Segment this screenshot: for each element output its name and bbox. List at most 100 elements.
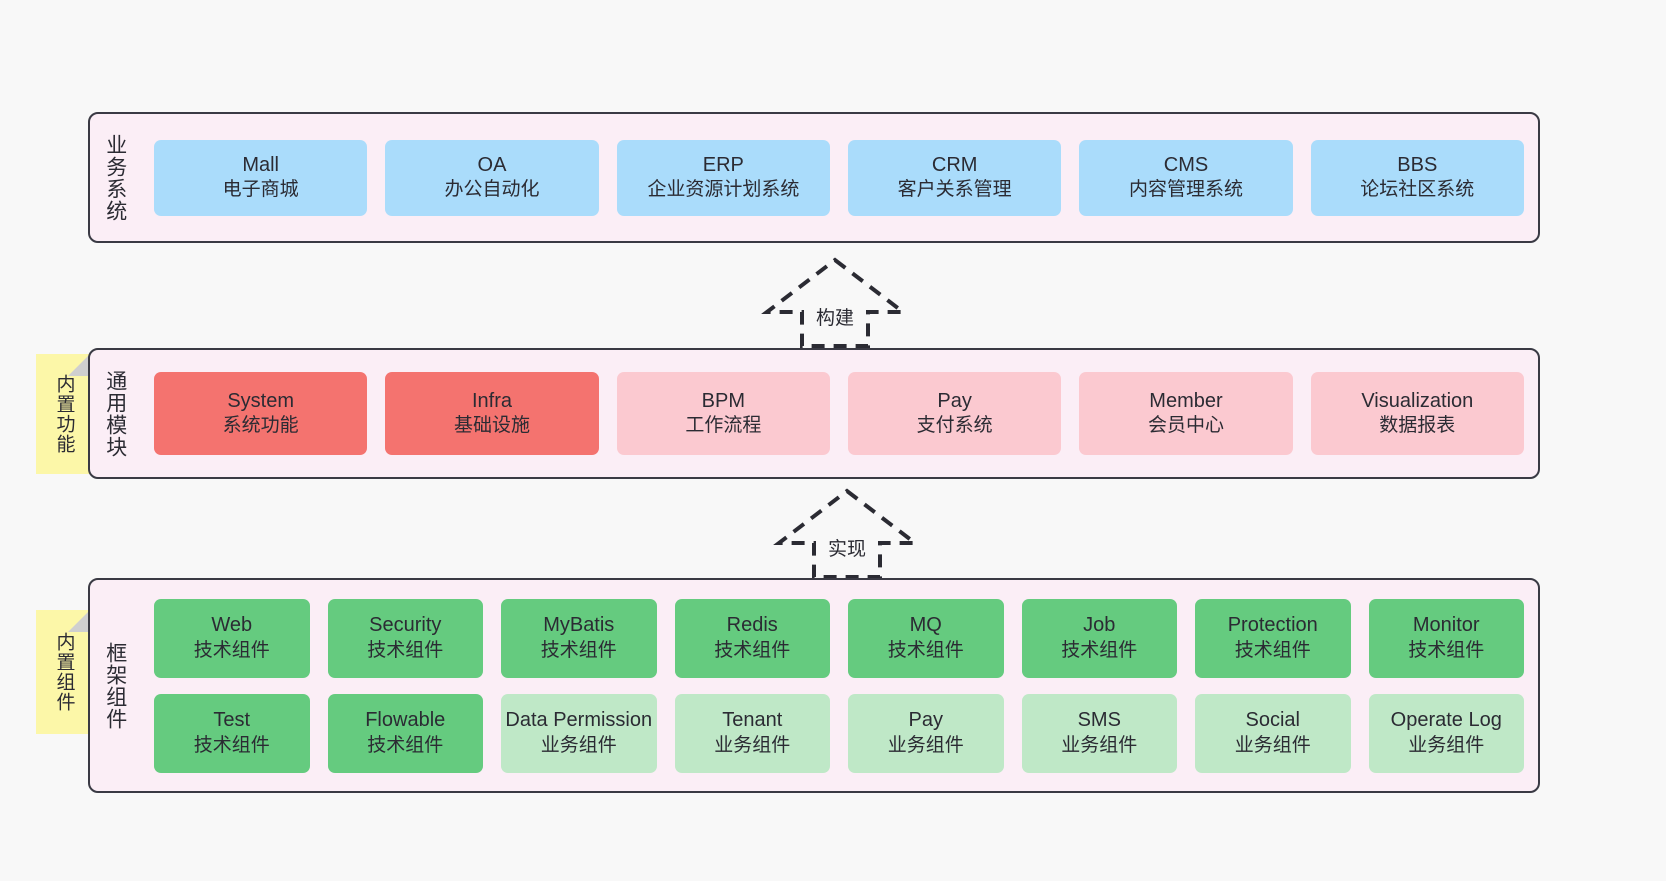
- layer-title-business-system: 业务系统: [103, 133, 127, 222]
- card-monitor-desc: 技术组件: [1408, 639, 1485, 661]
- card-member[interactable]: Member 会员中心: [1079, 372, 1293, 455]
- card-mybatis[interactable]: MyBatis 技术组件: [501, 598, 657, 678]
- note-builtin-component-label: 内置组件: [53, 632, 75, 712]
- connector-build-label: 构建: [815, 308, 854, 329]
- card-mybatis-desc: 技术组件: [540, 639, 617, 661]
- card-visualization-desc: 数据报表: [1379, 415, 1456, 437]
- card-member-desc: 会员中心: [1147, 415, 1224, 437]
- card-bbs-name: BBS: [1397, 153, 1438, 176]
- card-bpm-desc: 工作流程: [685, 415, 762, 437]
- layer-title-framework-components: 框架组件: [103, 641, 127, 730]
- card-crm-desc: 客户关系管理: [897, 179, 1012, 201]
- card-monitor[interactable]: Monitor 技术组件: [1368, 598, 1524, 678]
- card-pay-module-desc: 支付系统: [916, 415, 993, 437]
- card-monitor-name: Monitor: [1412, 614, 1480, 637]
- card-tenant-name: Tenant: [722, 709, 783, 732]
- layer-title-common-modules: 通用模块: [103, 369, 127, 458]
- business-system-row: Mall 电子商城 OA 办公自动化 ERP 企业资源计划系统 CRM 客户关系…: [154, 139, 1524, 216]
- card-test-desc: 技术组件: [193, 734, 270, 756]
- layer-business-system: 业务系统 Mall 电子商城 OA 办公自动化 ERP 企业资源计划系统 CRM: [88, 112, 1540, 243]
- connector-implement: 实现: [772, 487, 922, 579]
- card-pay-module[interactable]: Pay 支付系统: [847, 372, 1062, 455]
- card-web-name: Web: [211, 614, 253, 637]
- card-job[interactable]: Job 技术组件: [1021, 598, 1177, 678]
- card-tenant-desc: 业务组件: [714, 734, 791, 756]
- card-mq-name: MQ: [909, 614, 942, 637]
- framework-business-row: Test 技术组件 Flowable 技术组件 Data Permission …: [154, 693, 1524, 773]
- card-web[interactable]: Web 技术组件: [154, 598, 310, 678]
- card-mall-name: Mall: [242, 153, 279, 176]
- card-tenant[interactable]: Tenant 业务组件: [674, 693, 830, 773]
- layer-framework-components: 框架组件 Web 技术组件 Security 技术组件 MyBatis 技术组件…: [88, 578, 1540, 793]
- card-pay-component[interactable]: Pay 业务组件: [848, 693, 1004, 773]
- card-job-desc: 技术组件: [1061, 639, 1138, 661]
- card-member-name: Member: [1149, 389, 1223, 412]
- card-pay-component-name: Pay: [908, 709, 943, 732]
- card-oa[interactable]: OA 办公自动化: [385, 139, 599, 216]
- card-data-permission[interactable]: Data Permission 业务组件: [501, 693, 657, 773]
- card-bpm[interactable]: BPM 工作流程: [616, 372, 830, 455]
- card-test[interactable]: Test 技术组件: [154, 693, 310, 773]
- card-erp[interactable]: ERP 企业资源计划系统: [616, 139, 830, 216]
- card-operate-log[interactable]: Operate Log 业务组件: [1368, 693, 1524, 773]
- card-redis[interactable]: Redis 技术组件: [674, 598, 830, 678]
- card-social-desc: 业务组件: [1234, 734, 1311, 756]
- note-builtin-component: 内置组件: [36, 610, 90, 734]
- card-erp-name: ERP: [702, 153, 744, 176]
- card-bbs[interactable]: BBS 论坛社区系统: [1310, 139, 1524, 216]
- card-system-name: System: [227, 389, 294, 412]
- card-infra[interactable]: Infra 基础设施: [385, 372, 599, 455]
- card-sms[interactable]: SMS 业务组件: [1021, 693, 1177, 773]
- card-visualization-name: Visualization: [1361, 389, 1474, 412]
- card-sms-name: SMS: [1077, 709, 1121, 732]
- card-pay-module-name: Pay: [937, 389, 972, 412]
- connector-implement-label: 实现: [827, 539, 866, 560]
- card-cms-name: CMS: [1163, 153, 1209, 176]
- card-bpm-name: BPM: [701, 389, 745, 412]
- card-protection-desc: 技术组件: [1234, 639, 1311, 661]
- card-security-desc: 技术组件: [367, 639, 444, 661]
- card-data-permission-name: Data Permission: [505, 709, 653, 732]
- card-job-name: Job: [1083, 614, 1116, 637]
- card-data-permission-desc: 业务组件: [540, 734, 617, 756]
- note-builtin-feature-label: 内置功能: [53, 374, 75, 454]
- card-mq-desc: 技术组件: [887, 639, 964, 661]
- card-security-name: Security: [369, 614, 442, 637]
- card-redis-name: Redis: [726, 614, 778, 637]
- card-system-desc: 系统功能: [222, 415, 299, 437]
- card-flowable-name: Flowable: [365, 709, 446, 732]
- card-crm-name: CRM: [931, 153, 978, 176]
- card-cms[interactable]: CMS 内容管理系统: [1079, 139, 1293, 216]
- card-system[interactable]: System 系统功能: [154, 372, 368, 455]
- card-infra-name: Infra: [471, 389, 512, 412]
- card-web-desc: 技术组件: [193, 639, 270, 661]
- card-infra-desc: 基础设施: [453, 415, 530, 437]
- common-modules-row: System 系统功能 Infra 基础设施 BPM 工作流程 Pay 支付系统…: [154, 372, 1524, 455]
- framework-tech-row: Web 技术组件 Security 技术组件 MyBatis 技术组件 Redi…: [154, 598, 1524, 678]
- layer-body-common-modules: System 系统功能 Infra 基础设施 BPM 工作流程 Pay 支付系统…: [140, 350, 1538, 477]
- card-flowable[interactable]: Flowable 技术组件: [327, 693, 483, 773]
- card-security[interactable]: Security 技术组件: [327, 598, 483, 678]
- card-social[interactable]: Social 业务组件: [1195, 693, 1351, 773]
- card-crm[interactable]: CRM 客户关系管理: [847, 139, 1062, 216]
- card-visualization[interactable]: Visualization 数据报表: [1310, 372, 1524, 455]
- card-redis-desc: 技术组件: [714, 639, 791, 661]
- card-operate-log-desc: 业务组件: [1408, 734, 1485, 756]
- card-oa-desc: 办公自动化: [444, 179, 540, 201]
- card-cms-desc: 内容管理系统: [1128, 179, 1243, 201]
- card-mq[interactable]: MQ 技术组件: [848, 598, 1004, 678]
- card-test-name: Test: [213, 709, 251, 732]
- connector-build: 构建: [760, 256, 910, 348]
- layer-body-business-system: Mall 电子商城 OA 办公自动化 ERP 企业资源计划系统 CRM 客户关系…: [140, 114, 1538, 241]
- card-social-name: Social: [1245, 709, 1300, 732]
- layer-common-modules: 通用模块 System 系统功能 Infra 基础设施 BPM 工作流程 Pay: [88, 348, 1540, 479]
- card-flowable-desc: 技术组件: [367, 734, 444, 756]
- card-protection-name: Protection: [1227, 614, 1318, 637]
- card-oa-name: OA: [477, 153, 507, 176]
- card-pay-component-desc: 业务组件: [887, 734, 964, 756]
- card-mall[interactable]: Mall 电子商城: [154, 139, 368, 216]
- card-protection[interactable]: Protection 技术组件: [1195, 598, 1351, 678]
- card-erp-desc: 企业资源计划系统: [647, 179, 800, 201]
- card-bbs-desc: 论坛社区系统: [1360, 179, 1475, 201]
